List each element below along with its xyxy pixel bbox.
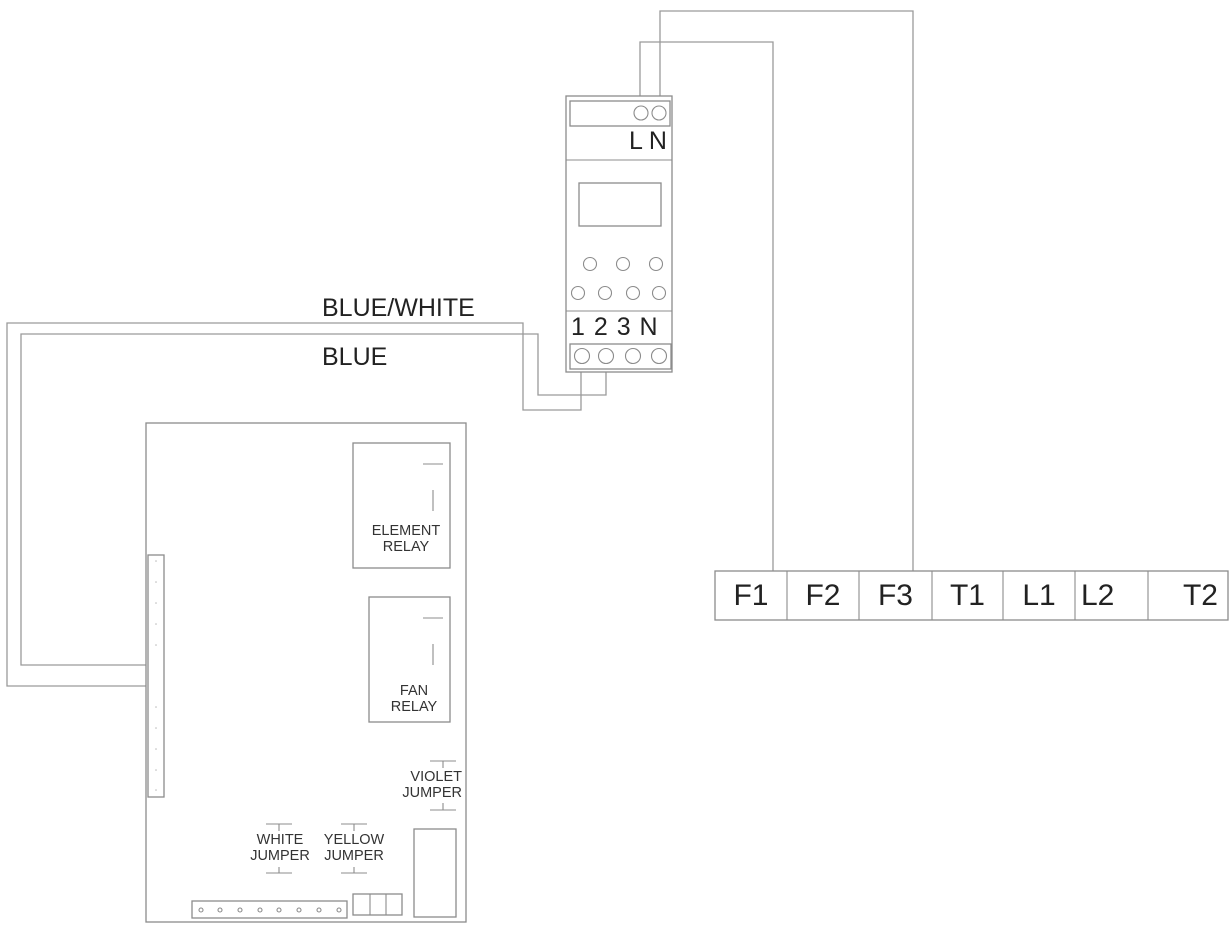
element-relay-label: ELEMENT RELAY (371, 523, 441, 555)
control-board (145, 422, 467, 923)
wire-l-to-f1 (639, 41, 774, 571)
timer-output-label: 1 2 3 N (571, 313, 659, 341)
timer-display (578, 182, 662, 227)
yellow-jumper-label: YELLOW JUMPER (323, 832, 385, 864)
terminal-t2: T2 (1182, 578, 1218, 612)
fan-relay-label: FAN RELAY (390, 683, 438, 715)
terminal-t1: T1 (949, 578, 985, 612)
terminal-l2: L2 (1081, 578, 1115, 612)
wire-blue-white (6, 322, 582, 687)
wire-n-to-f3 (659, 10, 914, 571)
terminal-l1: L1 (1022, 578, 1056, 612)
timer-device (565, 95, 673, 373)
terminal-f1: F1 (733, 578, 769, 612)
terminal-f3: F3 (877, 578, 913, 612)
wire-blue (20, 333, 607, 666)
violet-jumper-label: VIOLET JUMPER (402, 769, 462, 801)
pin-header (191, 900, 348, 919)
blue-white-label: BLUE/WHITE (322, 294, 475, 322)
terminal-f2: F2 (805, 578, 841, 612)
terminal-block-outline (714, 570, 1229, 621)
white-jumper-label: WHITE JUMPER (250, 832, 310, 864)
blue-label: BLUE (322, 343, 388, 371)
timer-ln-label: L N (629, 127, 667, 155)
